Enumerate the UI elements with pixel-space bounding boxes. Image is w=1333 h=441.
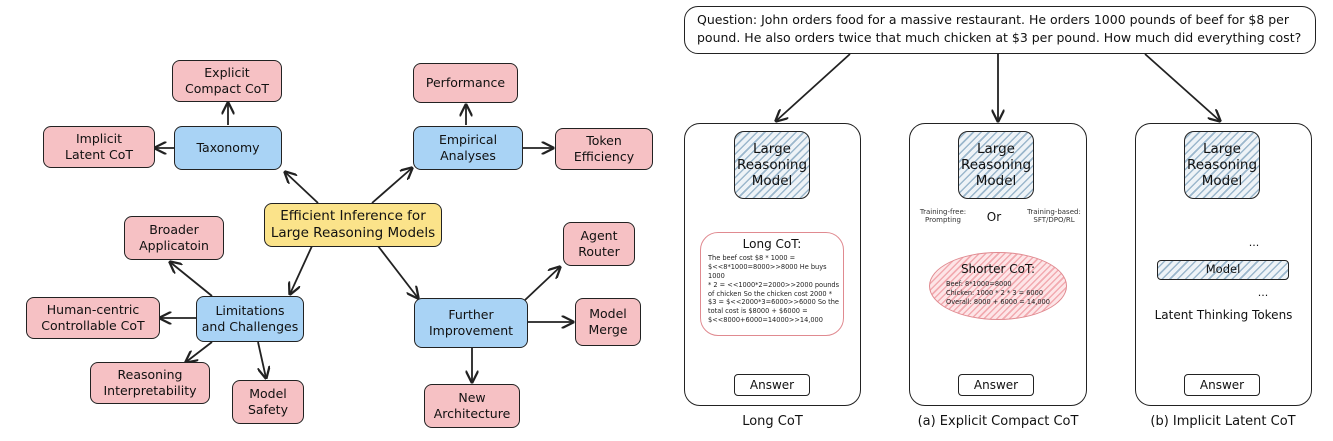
- limitations-node: Limitations and Challenges: [196, 296, 304, 342]
- answer-box-implicit: Answer: [1184, 374, 1260, 396]
- caption-long-cot: Long CoT: [742, 414, 803, 429]
- model-safety-node: Model Safety: [232, 380, 304, 424]
- lrm-box-explicit: Large Reasoning Model: [958, 131, 1034, 199]
- shorter-cot-title: Shorter CoT:: [960, 262, 1036, 276]
- arrow-limitations-broader: [170, 262, 213, 297]
- explicit-compact-node: Explicit Compact CoT: [172, 60, 282, 102]
- broader-application-node: Broader Applicatoin: [124, 216, 224, 260]
- arrow-further-agent: [524, 267, 560, 301]
- arrow-center-taxonomy: [285, 172, 319, 204]
- answer-box-explicit: Answer: [958, 374, 1034, 396]
- further-improvement-node: Further Improvement: [414, 298, 528, 348]
- reasoning-interpretability-node: Reasoning Interpretability: [90, 362, 210, 404]
- answer-box-long: Answer: [734, 374, 810, 396]
- center-node: Efficient Inference for Large Reasoning …: [264, 203, 442, 247]
- token-ellipsis-bottom: ...: [1257, 286, 1269, 299]
- arrow-center-empirical: [371, 168, 412, 204]
- implicit-latent-node: Implicit Latent CoT: [43, 126, 155, 168]
- lrm-box-long: Large Reasoning Model: [734, 131, 810, 199]
- arrow-center-further: [377, 245, 418, 298]
- shorter-cot-text: Beef: 8*1000=8000 Chicken: 1000 * 2 * 3 …: [946, 280, 1050, 306]
- human-centric-node: Human-centric Controllable CoT: [26, 297, 160, 339]
- taxonomy-node: Taxonomy: [174, 126, 282, 170]
- token-efficiency-node: Token Efficiency: [555, 128, 653, 170]
- model-bar: Model: [1157, 260, 1289, 280]
- arrow-limitations-reasoning: [186, 341, 213, 362]
- new-architecture-node: New Architecture: [424, 384, 520, 428]
- model-merge-node: Model Merge: [575, 298, 641, 346]
- arrow-question-long: [776, 53, 851, 121]
- empirical-node: Empirical Analyses: [413, 126, 523, 170]
- long-cot-title: Long CoT:: [742, 237, 802, 251]
- lrm-box-implicit: Large Reasoning Model: [1184, 131, 1260, 199]
- question-box: Question: John orders food for a massive…: [684, 6, 1316, 54]
- agent-router-node: Agent Router: [563, 222, 635, 266]
- or-label: Or: [986, 210, 1002, 224]
- long-cot-bubble: [700, 232, 844, 336]
- arrow-limitations-safety: [257, 341, 266, 378]
- token-ellipsis-top: ...: [1248, 236, 1260, 249]
- training-free-note: Training-free: Prompting: [919, 208, 967, 225]
- caption-explicit-compact: (a) Explicit Compact CoT: [917, 414, 1079, 429]
- training-based-note: Training-based: SFT/DPO/RL: [1027, 208, 1081, 225]
- long-cot-text: The beef cost $8 * 1000 = $<<8*1000=8000…: [708, 254, 840, 325]
- caption-implicit-latent: (b) Implicit Latent CoT: [1150, 414, 1296, 429]
- latent-thinking-label: Latent Thinking Tokens: [1154, 308, 1293, 322]
- arrow-question-implicit: [1144, 53, 1220, 121]
- shorter-cot-ellipse: [929, 252, 1067, 320]
- performance-node: Performance: [413, 63, 518, 103]
- arrow-center-limitations: [290, 245, 313, 294]
